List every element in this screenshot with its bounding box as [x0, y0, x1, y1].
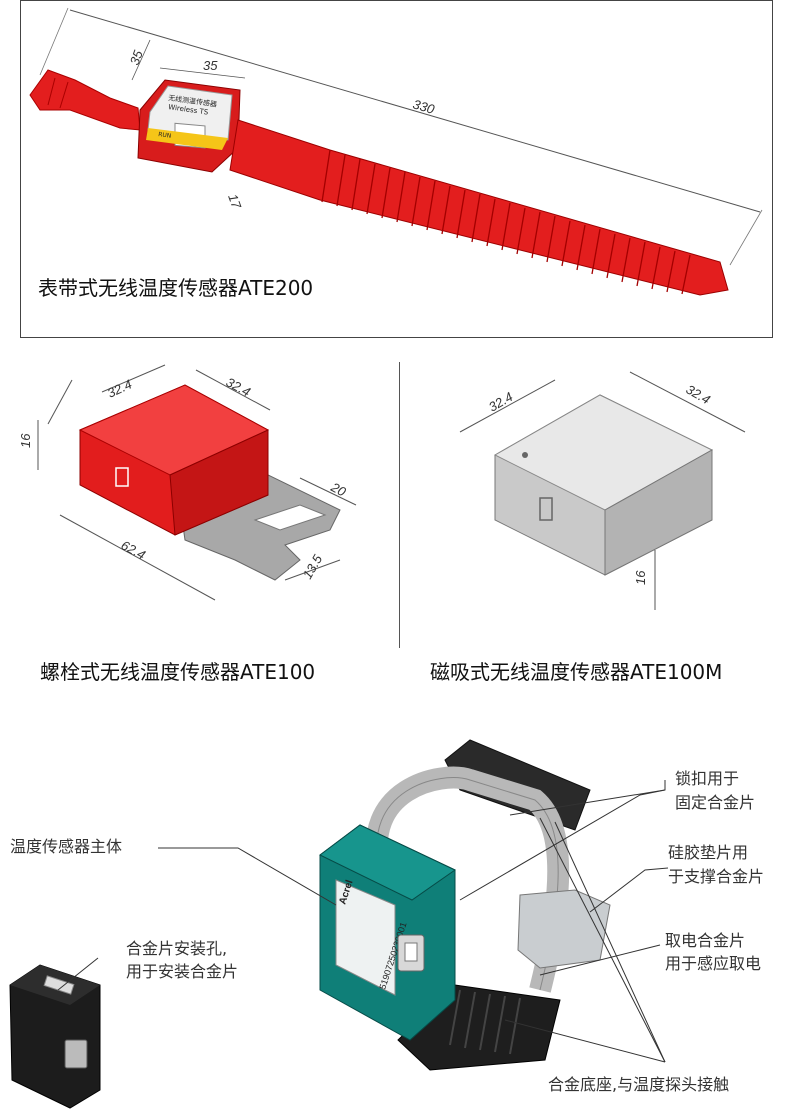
ate100m-dim-height: 16	[633, 570, 648, 585]
label-power-line1: 取电合金片	[665, 931, 746, 950]
dim-35-width: 35	[203, 58, 218, 73]
label-lock-line1: 锁扣用于	[675, 769, 740, 788]
label-pad-line1: 硅胶垫片用	[668, 843, 749, 862]
label-pad-line2: 于支撑合金片	[668, 867, 765, 886]
dim-330: 330	[411, 96, 437, 117]
ate200-illustration: 330 35 35 17 无线测温传感器 Wireless TS RUN	[29, 7, 763, 296]
label-hole-line2: 用于安装合金片	[126, 962, 239, 981]
label-base: 合金底座,与温度探头接触	[548, 1075, 730, 1094]
label-hole-line1: 合金片安装孔,	[126, 939, 228, 958]
label-power-line2: 用于感应取电	[665, 954, 762, 973]
ate100-dim-slot: 20	[328, 479, 349, 500]
ate100-caption: 螺栓式无线温度传感器ATE100	[40, 660, 316, 684]
label-lock-line2: 固定合金片	[675, 793, 756, 812]
ate100m-caption: 磁吸式无线温度传感器ATE100M	[430, 660, 723, 684]
dim-17: 17	[225, 192, 244, 211]
ate100-illustration: 32.4 32.4 16 62.4 20 13.5 32.4 32.4 16	[18, 364, 746, 610]
dim-35-height: 35	[127, 48, 146, 67]
run-label: RUN	[158, 131, 172, 140]
panel-divider	[399, 362, 400, 648]
label-sensor-body: 温度传感器主体	[10, 837, 123, 856]
ate200-frame	[20, 0, 773, 338]
ate200-caption: 表带式无线温度传感器ATE200	[38, 276, 314, 300]
ate100-dim-height: 16	[18, 433, 33, 448]
